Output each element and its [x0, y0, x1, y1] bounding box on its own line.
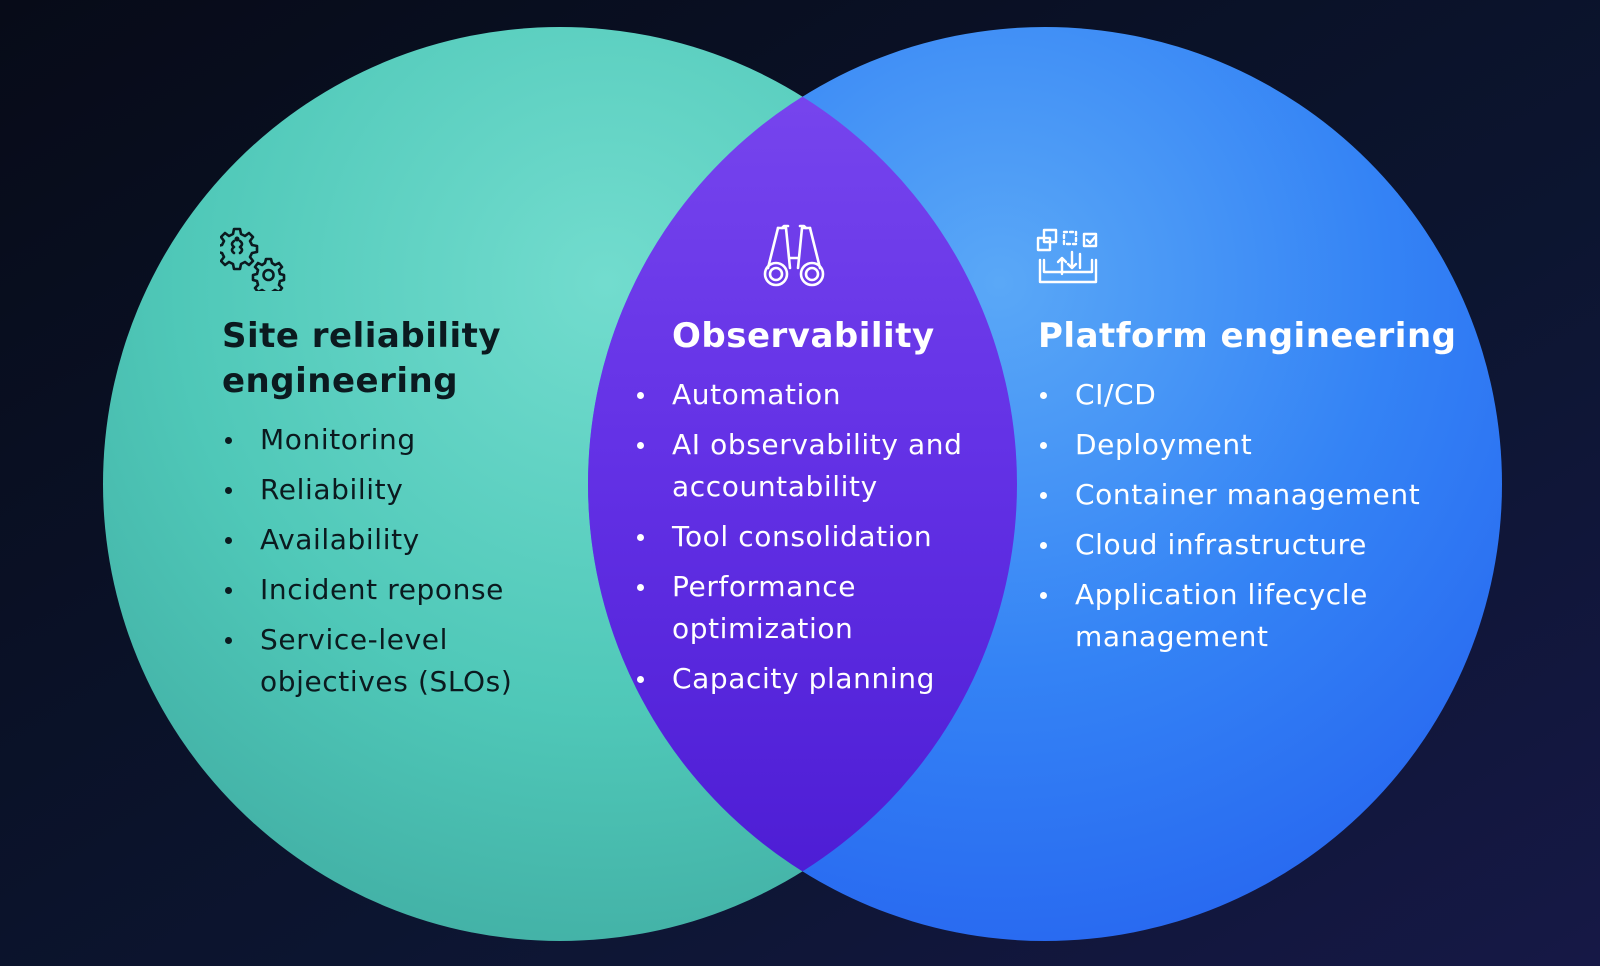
sre-item-incident-response: Incident reponse	[222, 569, 562, 611]
sre-title-line2: engineering	[222, 361, 459, 401]
platform-item-cicd: CI/CD	[1037, 374, 1457, 416]
observability-item-automation: Automation	[634, 374, 974, 416]
observability-item-performance-optimization: Performance optimization	[634, 566, 912, 650]
sre-title-line1: Site reliability	[222, 316, 502, 356]
sre-item-reliability: Reliability	[222, 469, 562, 511]
sre-item-slos: Service-level objectives (SLOs)	[222, 619, 530, 703]
platform-item-application-lifecycle: Application lifecycle management	[1037, 574, 1405, 658]
platform-item-container-management: Container management	[1037, 474, 1457, 516]
observability-list: Automation AI observability and accounta…	[634, 374, 974, 708]
platform-item-cloud-infrastructure: Cloud infrastructure	[1037, 524, 1457, 566]
deployment-platform-icon	[1036, 226, 1102, 288]
observability-item-tool-consolidation: Tool consolidation	[634, 516, 974, 558]
binoculars-icon	[762, 224, 826, 288]
observability-item-capacity-planning: Capacity planning	[634, 658, 974, 700]
sre-title: Site reliability engineering	[222, 314, 562, 404]
platform-title: Platform engineering	[1038, 316, 1457, 356]
observability-item-ai-observability: AI observability and accountability	[634, 424, 972, 508]
sre-list: Monitoring Reliability Availability Inci…	[222, 419, 562, 711]
gears-icon	[220, 225, 286, 291]
platform-item-deployment: Deployment	[1037, 424, 1457, 466]
observability-title: Observability	[672, 316, 935, 356]
sre-item-monitoring: Monitoring	[222, 419, 562, 461]
sre-item-availability: Availability	[222, 519, 562, 561]
platform-list: CI/CD Deployment Container management Cl…	[1037, 374, 1457, 666]
